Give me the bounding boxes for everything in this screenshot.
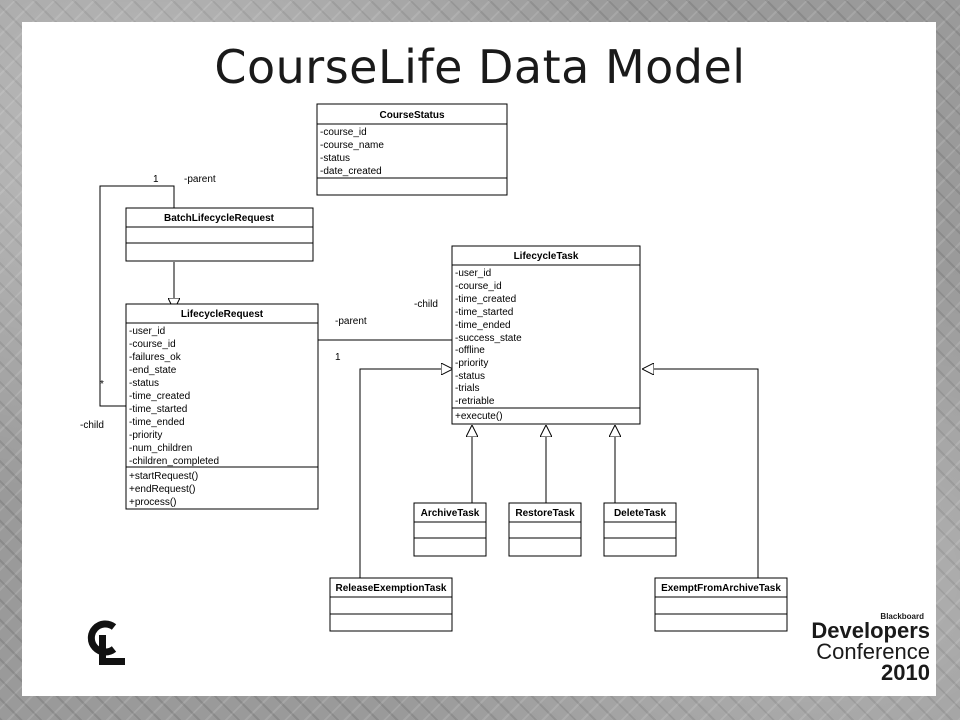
- class-batch-lifecycle-request: BatchLifecycleRequest: [125, 207, 314, 262]
- class-attribute: -children_completed: [129, 456, 219, 467]
- class-release-exemption-task: ReleaseExemptionTask: [329, 577, 453, 632]
- label-assoc-parent: -parent: [335, 316, 367, 327]
- class-restore-task: RestoreTask: [508, 502, 582, 557]
- event-logo-year: 2010: [881, 660, 930, 685]
- class-attribute: -num_children: [129, 443, 192, 454]
- class-name: ArchiveTask: [421, 508, 480, 519]
- class-name: ReleaseExemptionTask: [336, 583, 447, 594]
- class-method: +execute(): [455, 411, 503, 422]
- class-attribute: -retriable: [455, 396, 495, 407]
- connectors: [99, 185, 759, 578]
- class-attribute: -date_created: [320, 166, 382, 177]
- class-attribute: -offline: [455, 345, 485, 356]
- label-self-child: -child: [80, 420, 104, 431]
- event-logo-line2: Conference: [816, 639, 930, 664]
- class-attribute: -time_started: [129, 404, 187, 415]
- class-attribute: -user_id: [455, 268, 491, 279]
- event-logo: Blackboard Developers Conference 2010: [800, 612, 930, 690]
- class-attribute: -course_name: [320, 140, 384, 151]
- class-name: RestoreTask: [515, 508, 575, 519]
- class-attribute: -status: [129, 378, 159, 389]
- association-self-loop: [99, 185, 175, 407]
- class-attribute: -end_state: [129, 365, 177, 376]
- label-assoc-one: 1: [335, 352, 341, 363]
- class-name: ExemptFromArchiveTask: [661, 583, 781, 594]
- class-method: +process(): [129, 497, 177, 508]
- courselife-logo-icon: [87, 620, 125, 665]
- label-self-one: 1: [153, 174, 159, 185]
- class-attribute: -time_ended: [455, 320, 511, 331]
- label-self-star: *: [100, 379, 104, 390]
- class-attribute: -time_created: [455, 294, 516, 305]
- class-attribute: -success_state: [455, 333, 522, 344]
- class-name: LifecycleRequest: [181, 309, 264, 320]
- class-attribute: -priority: [129, 430, 162, 441]
- class-lifecycle-task: LifecycleTask -user_id -course_id -time_…: [451, 245, 641, 425]
- class-attribute: -status: [455, 371, 485, 382]
- slide-title: CourseLife Data Model: [214, 40, 746, 94]
- event-logo-line1: Developers: [811, 618, 930, 643]
- class-name: DeleteTask: [614, 508, 667, 519]
- class-attribute: -user_id: [129, 326, 165, 337]
- generalization-release-exemption: [359, 369, 452, 578]
- class-attribute: -time_started: [455, 307, 513, 318]
- class-method: +endRequest(): [129, 484, 195, 495]
- class-course-status: CourseStatus -course_id -course_name -st…: [316, 103, 508, 196]
- class-attribute: -failures_ok: [129, 352, 182, 363]
- class-delete-task: DeleteTask: [603, 502, 677, 557]
- event-logo-brand: Blackboard: [880, 612, 924, 621]
- class-exempt-from-archive-task: ExemptFromArchiveTask: [654, 577, 788, 632]
- class-attribute: -time_created: [129, 391, 190, 402]
- class-attribute: -status: [320, 153, 350, 164]
- class-attribute: -course_id: [129, 339, 176, 350]
- class-name: LifecycleTask: [514, 251, 579, 262]
- label-assoc-child: -child: [414, 299, 438, 310]
- class-attribute: -time_ended: [129, 417, 185, 428]
- class-method: +startRequest(): [129, 471, 198, 482]
- label-self-parent: -parent: [184, 174, 216, 185]
- class-attribute: -priority: [455, 358, 488, 369]
- class-attribute: -course_id: [455, 281, 502, 292]
- class-name: CourseStatus: [379, 110, 444, 121]
- class-lifecycle-request: LifecycleRequest -user_id -course_id -fa…: [125, 303, 319, 510]
- class-attribute: -trials: [455, 383, 479, 394]
- generalization-exempt-from-archive: [643, 369, 759, 578]
- class-name: BatchLifecycleRequest: [164, 213, 275, 224]
- class-attribute: -course_id: [320, 127, 367, 138]
- class-archive-task: ArchiveTask: [413, 502, 487, 557]
